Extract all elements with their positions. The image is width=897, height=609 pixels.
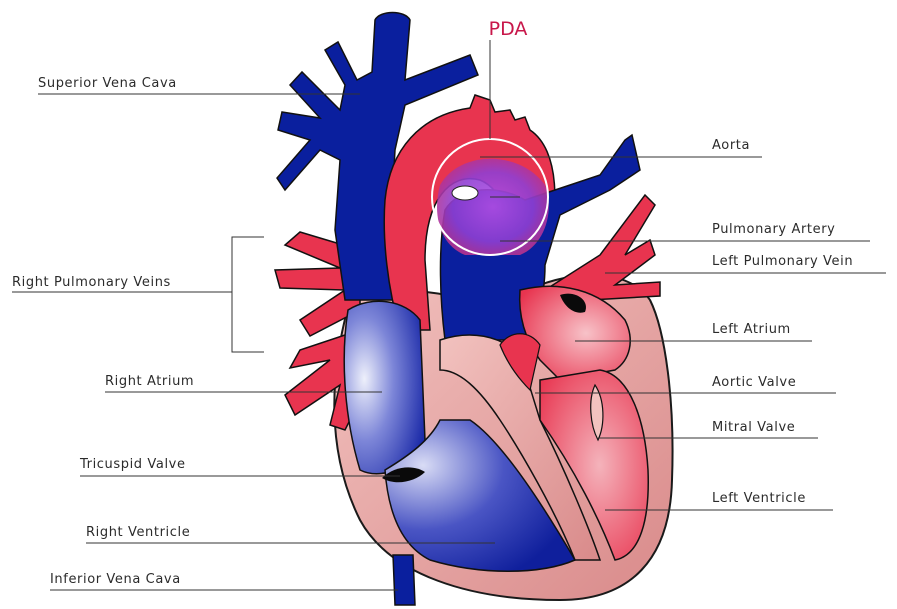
label-tricuspid-valve: Tricuspid Valve xyxy=(79,457,186,472)
label-left-atrium: Left Atrium xyxy=(712,322,791,337)
label-left-ventricle: Left Ventricle xyxy=(712,491,806,506)
label-left-pulmonary-vein: Left Pulmonary Vein xyxy=(712,254,853,269)
label-superior-vena-cava: Superior Vena Cava xyxy=(38,76,177,91)
label-aorta: Aorta xyxy=(712,138,750,153)
label-inferior-vena-cava: Inferior Vena Cava xyxy=(50,572,181,587)
label-mitral-valve: Mitral Valve xyxy=(712,420,795,435)
diagram-title: PDA xyxy=(489,18,528,40)
pda-opening xyxy=(452,186,478,200)
label-right-atrium: Right Atrium xyxy=(105,374,194,389)
label-right-pulmonary-veins: Right Pulmonary Veins xyxy=(12,275,171,290)
label-right-ventricle: Right Ventricle xyxy=(86,525,190,540)
right-atrium-chamber xyxy=(344,301,425,473)
label-pulmonary-artery: Pulmonary Artery xyxy=(712,222,835,237)
inferior-vena-cava-vessel xyxy=(393,555,415,605)
label-aortic-valve: Aortic Valve xyxy=(712,375,796,390)
